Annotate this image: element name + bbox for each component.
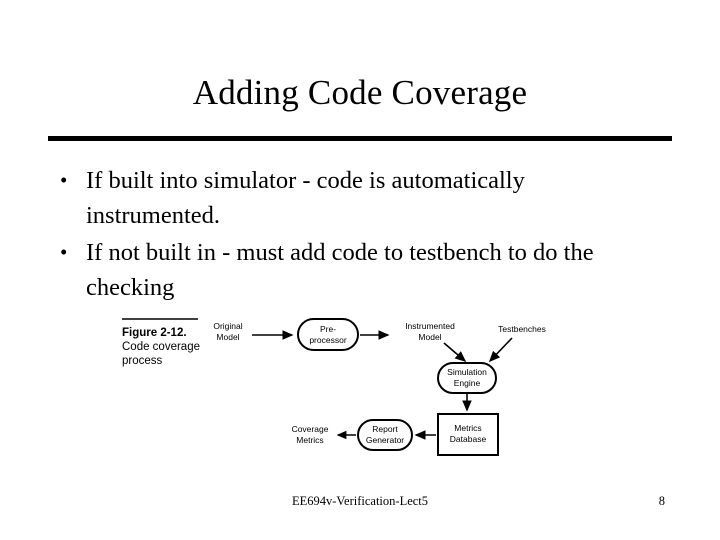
node-report-generator-line2: Generator [366, 435, 404, 445]
figure-caption-line1: Figure 2-12. [122, 327, 187, 339]
arrow-testbenches-to-simulation [488, 337, 513, 363]
figure-diagram: Figure 2-12. Code coverage process Origi… [122, 318, 546, 456]
node-metrics-database-line2: Database [450, 434, 487, 444]
code-coverage-process-figure: Figure 2-12. Code coverage process Origi… [100, 305, 620, 485]
node-report-generator-shape [357, 419, 413, 451]
list-item: • If not built in - must add code to tes… [55, 235, 655, 305]
node-coverage-metrics-line2: Metrics [296, 435, 323, 445]
node-simulation-engine-shape [437, 362, 497, 394]
node-instrumented-model-line1: Instrumented [405, 321, 455, 331]
node-original-model-line2: Model [216, 332, 239, 342]
bullet-text: If not built in - must add code to testb… [86, 239, 594, 301]
bullet-marker-icon: • [60, 168, 68, 192]
bullet-marker-icon: • [60, 240, 68, 264]
arrow-instrumented-to-simulation [443, 342, 467, 363]
node-preprocessor-line1: Pre- [320, 324, 336, 334]
node-metrics-database-shape [437, 413, 499, 456]
page-title: Adding Code Coverage [192, 73, 528, 112]
node-testbenches: Testbenches [498, 324, 546, 334]
figure-caption-line3: process [122, 355, 163, 367]
figure-caption-line2: Code coverage [122, 341, 200, 353]
node-coverage-metrics-line1: Coverage [292, 424, 329, 434]
node-preprocessor-shape [297, 318, 359, 351]
footer-page-number: 8 [658, 494, 665, 508]
node-preprocessor-line2: processor [309, 335, 346, 345]
title-divider [48, 136, 672, 141]
node-simulation-engine-line2: Engine [454, 378, 481, 388]
node-report-generator-line1: Report [372, 424, 398, 434]
bullet-list: • If built into simulator - code is auto… [55, 163, 655, 307]
bullet-text: If built into simulator - code is automa… [86, 167, 525, 229]
footer-course-label: EE694v-Verification-Lect5 [291, 494, 429, 508]
node-metrics-database-line1: Metrics [454, 423, 481, 433]
node-original-model-line1: Original [213, 321, 242, 331]
node-instrumented-model-line2: Model [418, 332, 441, 342]
list-item: • If built into simulator - code is auto… [55, 163, 655, 233]
node-simulation-engine-line1: Simulation [447, 367, 487, 377]
